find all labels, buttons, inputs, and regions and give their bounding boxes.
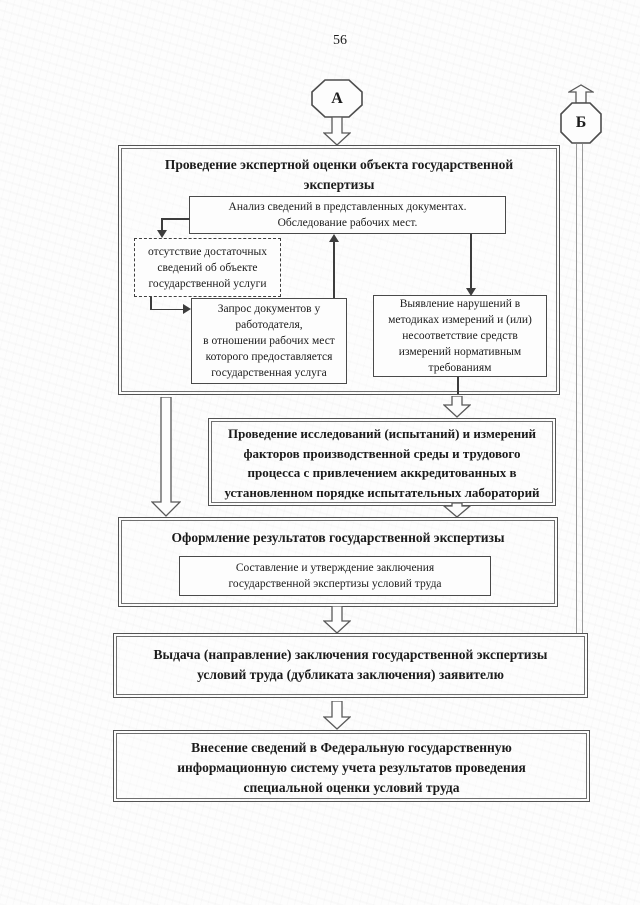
offpage-connector-b: Б [560,102,602,144]
offpage-connector-a: А [311,79,363,118]
stage-expert-evaluation: Проведение экспертной оценки объекта гос… [118,145,560,395]
stage-expert-evaluation-title: Проведение экспертной оценки объекта гос… [164,157,514,192]
condition-insufficient-info-box: отсутствие достаточных сведений об объек… [134,238,281,297]
flow-arrow-research-to-results [443,503,471,518]
stage-fgis-entry: Внесение сведений в Федеральную государс… [113,730,590,802]
flow-arrow-stage1-to-results [151,397,181,517]
arrowhead-down [157,230,167,238]
octagon-icon [311,79,363,118]
stage-results: Оформление результатов государственной э… [118,517,558,607]
flow-arrow-issuance-to-fgis [323,701,351,730]
connector-analysis-to-condition-drop [161,218,163,231]
step-document-request-box: Запрос документов у работодателя, в отно… [191,298,347,384]
stage-issuance: Выдача (направление) заключения государс… [113,633,588,698]
stage-issuance-text: Выдача (направление) заключения государс… [153,647,548,682]
connector-violations-to-border [457,377,459,394]
stage-research-text: Проведение исследований (испытаний) и из… [224,426,540,500]
step-analysis-box: Анализ сведений в представленных докумен… [189,196,506,234]
connector-b-line [576,144,583,634]
connector-analysis-to-condition [161,218,190,220]
step-document-request-text: Запрос документов у работодателя, в отно… [203,303,335,379]
connector-request-to-analysis [333,241,335,298]
condition-insufficient-info-text: отсутствие достаточных сведений об объек… [147,245,268,290]
connector-condition-to-request-drop [150,297,152,310]
flow-arrow-results-to-issuance [323,606,351,634]
stage-research: Проведение исследований (испытаний) и из… [208,418,556,506]
flow-arrow-b-up [568,84,594,104]
flow-arrow-a-to-stage1 [323,117,351,146]
stage-results-title: Оформление результатов государственной э… [171,530,505,545]
step-violations-box: Выявление нарушений в методиках измерени… [373,295,547,377]
step-conclusion-box: Составление и утверждение заключения гос… [179,556,491,596]
step-violations-text: Выявление нарушений в методиках измерени… [388,298,532,374]
arrowhead-right [183,304,191,314]
step-analysis-text: Анализ сведений в представленных докумен… [228,201,467,229]
step-conclusion-text: Составление и утверждение заключения гос… [228,562,442,590]
connector-b-label: Б [575,114,587,131]
stage-fgis-entry-text: Внесение сведений в Федеральную государс… [177,740,526,795]
arrowhead-down [466,288,476,296]
page-number: 56 [333,33,347,48]
connector-a-label: А [331,89,343,107]
connector-analysis-to-violations [470,234,472,289]
flow-arrow-stage1-to-research [443,396,471,418]
octagon-icon [560,102,602,144]
connector-condition-to-request [150,308,184,311]
arrowhead-up [329,234,339,242]
